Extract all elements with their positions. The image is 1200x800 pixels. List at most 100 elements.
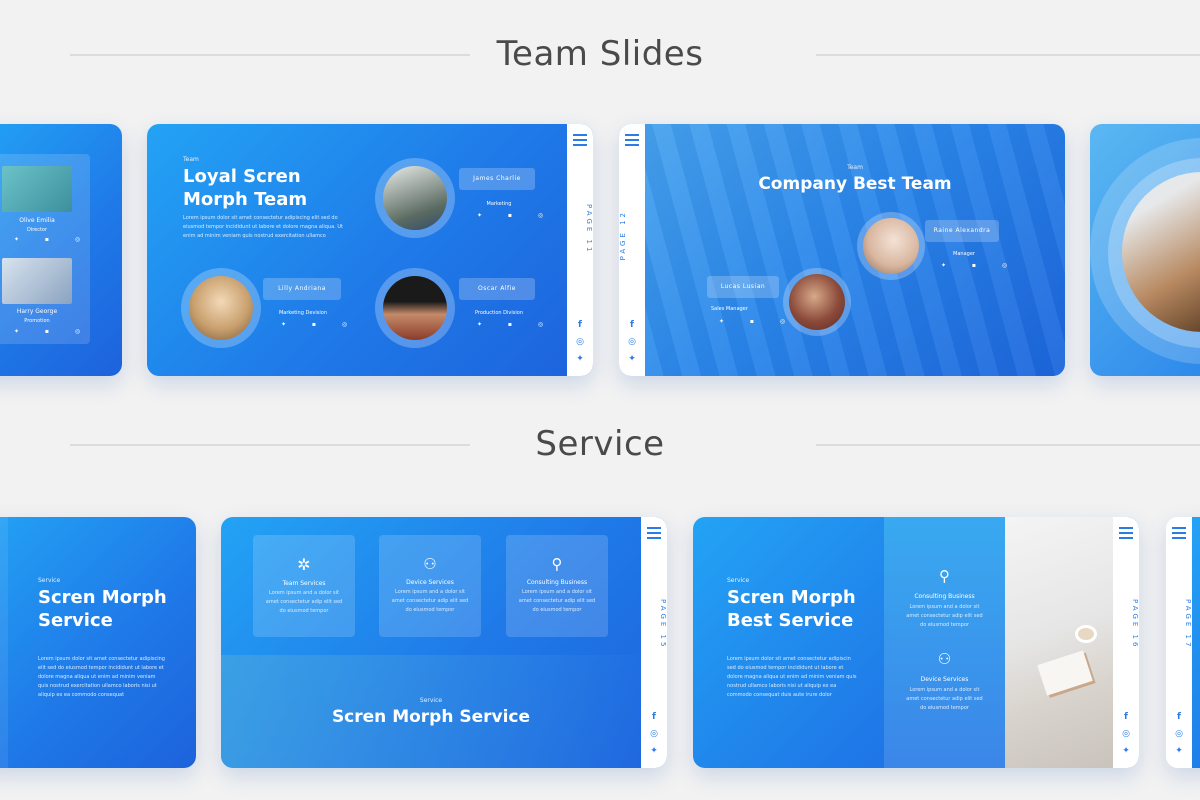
card-body: Lorem ipsum and a dolor sit amet consect… <box>518 589 596 613</box>
menu-icon[interactable] <box>1119 527 1133 542</box>
divider-left <box>70 444 470 446</box>
service-card[interactable]: ✲ Team Services Lorem ipsum and a dolor … <box>253 535 355 637</box>
slide-team-partial-right[interactable] <box>1090 124 1200 376</box>
card-body: Lorem ipsum and a dolor sit amet consect… <box>391 589 469 613</box>
slide-eyebrow: Team <box>847 164 863 171</box>
slide-sidebar: PAGE 11 f ◎ ✦ <box>567 124 593 376</box>
card-body: Lorem ipsum and a dolor sit amet consect… <box>265 590 343 614</box>
member-photo <box>2 258 72 304</box>
slide-team-partial-left[interactable]: Olive Emilia Director ✦ ▪ ◎ Harry George… <box>0 124 122 376</box>
facebook-icon[interactable]: f <box>630 320 634 330</box>
service-body: Lorem ipsum and a dolor sit amet consect… <box>906 604 983 628</box>
social-icons: ✦ ▪ ◎ <box>719 318 798 325</box>
member-role: Sales Manager <box>711 306 748 312</box>
service-title: Consulting Business <box>914 593 975 600</box>
instagram-icon[interactable]: ◎ <box>628 337 636 347</box>
facebook-icon[interactable]: f <box>1177 712 1181 722</box>
service-body: Lorem ipsum and a dolor sit amet consect… <box>906 687 983 711</box>
member-name-pill: James Charlie <box>459 168 535 190</box>
social-icons: ✦ ▪ ◎ <box>941 262 1020 269</box>
slide-partial-right[interactable]: PAGE 17 f ◎ ✦ <box>1166 517 1200 768</box>
member-photo <box>863 218 919 274</box>
instagram-icon[interactable]: ◎ <box>1122 729 1130 739</box>
menu-icon[interactable] <box>625 134 639 149</box>
twitter-icon[interactable]: ✦ <box>1122 746 1130 756</box>
social-icons: ✦ ▪ ◎ <box>477 321 556 328</box>
facebook-icon[interactable]: f <box>1124 712 1128 722</box>
slide-company-team[interactable]: PAGE 12 f ◎ ✦ Team Company Best Team Rai… <box>619 124 1065 376</box>
slide-title-line2: Best Service <box>727 610 854 631</box>
users-icon: ⚇ <box>937 650 952 668</box>
member-name-pill: Lilly Andriana <box>263 278 341 300</box>
page-number: PAGE 11 <box>585 204 593 255</box>
member-role: Production Division <box>474 310 523 316</box>
ferris-wheel-background <box>221 655 641 768</box>
menu-icon[interactable] <box>1172 527 1186 542</box>
social-icons: ✦ ▪ ◎ <box>477 212 556 219</box>
building-background <box>645 124 1065 376</box>
page-number: PAGE 17 <box>1184 599 1192 650</box>
slide-title-line2: Service <box>38 610 113 631</box>
member-role: Marketing Devision <box>278 310 327 316</box>
service-card[interactable]: ⚲ Consulting Business Lorem ipsum and a … <box>506 535 608 637</box>
instagram-icon[interactable]: ◎ <box>650 729 658 739</box>
slide-service-partial-left[interactable]: Service Scren Morph Service Lorem ipsum … <box>0 517 196 768</box>
book <box>1037 650 1093 696</box>
member-photo <box>189 276 253 340</box>
page-number: PAGE 16 <box>1131 599 1139 650</box>
menu-icon[interactable] <box>647 527 661 542</box>
card-title: Team Services <box>282 580 326 587</box>
member-photo <box>2 166 72 212</box>
member-name: Olive Emilia <box>19 217 55 224</box>
card-title: Device Services <box>406 579 454 586</box>
slide-title: Company Best Team <box>758 174 952 194</box>
instagram-icon[interactable]: ◎ <box>1175 729 1183 739</box>
slide-title-line1: Scren Morph <box>38 587 167 608</box>
twitter-icon[interactable]: ✦ <box>1175 746 1183 756</box>
accent-stripe <box>0 517 8 768</box>
page-number: PAGE 12 <box>619 210 627 261</box>
consulting-icon: ⚲ <box>939 567 950 585</box>
member-role: Promotion <box>24 318 50 324</box>
section-title-service: Service <box>535 424 665 464</box>
network-icon: ✲ <box>297 555 311 574</box>
coffee-cup <box>1075 625 1097 643</box>
member-photo <box>383 276 447 340</box>
service-card[interactable]: ⚇ Device Services Lorem ipsum and a dolo… <box>379 535 481 637</box>
member-name-pill: Oscar Alfie <box>459 278 535 300</box>
slide-content-edge <box>1192 517 1200 768</box>
slide-eyebrow: Team <box>183 156 199 163</box>
slide-body: Lorem ipsum dolor sit amet consectetur a… <box>38 656 165 698</box>
facebook-icon[interactable]: f <box>578 320 582 330</box>
twitter-icon[interactable]: ✦ <box>650 746 658 756</box>
card-title: Consulting Business <box>526 579 588 586</box>
slide-title-line1: Scren Morph <box>727 587 856 608</box>
bed-photo <box>1005 517 1113 768</box>
slide-sidebar: PAGE 16 f ◎ ✦ <box>1113 517 1139 768</box>
divider-right <box>816 444 1200 446</box>
member-name-pill: Lucas Lusian <box>707 276 779 298</box>
member-role: Marketing <box>486 201 512 207</box>
instagram-icon[interactable]: ◎ <box>576 337 584 347</box>
slide-eyebrow: Service <box>419 697 443 704</box>
slide-best-service[interactable]: Service Scren Morph Best Service Lorem i… <box>693 517 1139 768</box>
twitter-icon[interactable]: ✦ <box>628 354 636 364</box>
divider-left <box>70 54 470 56</box>
member-role: Director <box>26 227 48 233</box>
consulting-icon: ⚲ <box>551 555 563 573</box>
slide-sidebar: PAGE 12 f ◎ ✦ <box>619 124 645 376</box>
slide-title-line1: Loyal Scren <box>183 166 301 187</box>
menu-icon[interactable] <box>573 134 587 149</box>
member-role: Manager <box>953 251 975 257</box>
member-name: Harry George <box>16 308 58 315</box>
twitter-icon[interactable]: ✦ <box>576 354 584 364</box>
slide-loyal-team[interactable]: Team Loyal Scren Morph Team Lorem ipsum … <box>147 124 593 376</box>
section-title-team: Team Slides <box>496 34 704 74</box>
social-icons: ✦ ▪ ◎ <box>14 328 93 335</box>
slide-service-cards[interactable]: ✲ Team Services Lorem ipsum and a dolor … <box>221 517 667 768</box>
services-panel <box>884 517 1005 768</box>
slide-sidebar: PAGE 15 f ◎ ✦ <box>641 517 667 768</box>
member-photo <box>383 166 447 230</box>
slide-title-line2: Morph Team <box>183 189 308 210</box>
facebook-icon[interactable]: f <box>652 712 656 722</box>
